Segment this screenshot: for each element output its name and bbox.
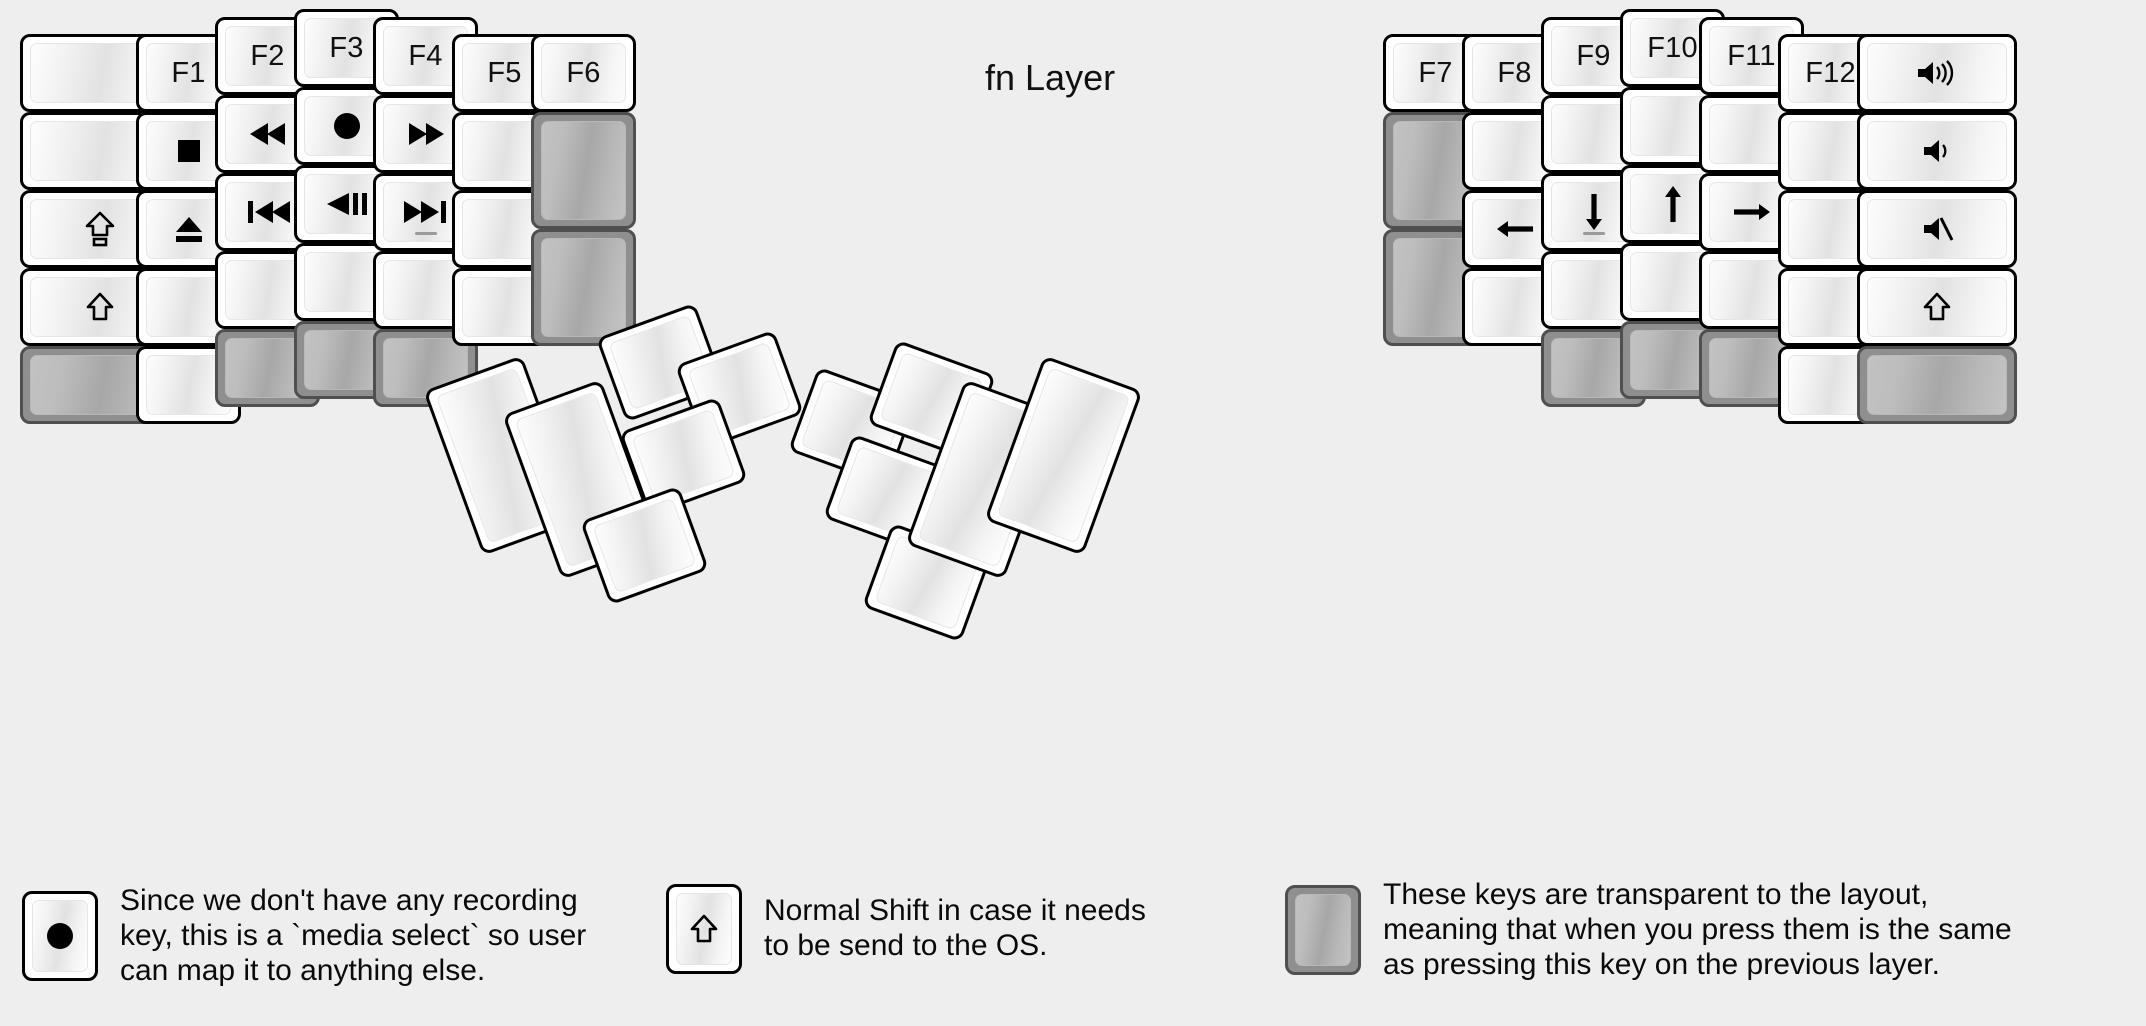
- shift-arrow-icon: [689, 912, 719, 946]
- key-right-col-pinky-outer-1[interactable]: [1857, 112, 2017, 190]
- play-pause-icon: [325, 190, 369, 218]
- record-icon: [330, 109, 364, 143]
- key-label: F1: [171, 56, 206, 89]
- key-label: F9: [1576, 39, 1611, 72]
- key-col-inner-2[interactable]: [531, 229, 636, 346]
- legend-keycap: [1295, 894, 1351, 967]
- stop-icon: [174, 136, 204, 166]
- shift-arrow-icon: [85, 290, 115, 324]
- volume-up-icon: [1914, 58, 1960, 88]
- legend-key-record[interactable]: [22, 891, 98, 982]
- next-track-icon: [403, 198, 448, 226]
- legend-key-transparent[interactable]: [1285, 885, 1361, 976]
- homing-bump-indicator: [414, 232, 437, 235]
- key-label: F10: [1647, 31, 1698, 64]
- keycap-surface: [1867, 355, 2007, 415]
- keycap-surface: [1867, 43, 2007, 103]
- key-label: F8: [1497, 56, 1532, 89]
- legend-text-record: Since we don't have any recording key, t…: [120, 884, 587, 987]
- keycap-surface: [1867, 277, 2007, 337]
- key-right-col-pinky-outer-4[interactable]: [1857, 346, 2017, 424]
- key-label: F5: [487, 56, 522, 89]
- arrow-up-icon: [1660, 183, 1686, 225]
- shift-arrow-icon: [1922, 290, 1952, 324]
- key-right-col-pinky-outer-2[interactable]: [1857, 190, 2017, 268]
- rewind-icon: [248, 120, 288, 148]
- keycap-surface: [1867, 121, 2007, 181]
- legend-keycap: [676, 893, 732, 965]
- keycap-surface: [592, 497, 697, 594]
- homing-bump-indicator: [1582, 232, 1605, 235]
- arrow-left-icon: [1494, 216, 1536, 242]
- fast-forward-icon: [406, 120, 446, 148]
- legend-item-shift: Normal Shift in case it needs to be send…: [666, 884, 1226, 974]
- legend-item-record: Since we don't have any recording key, t…: [22, 884, 662, 988]
- key-right-col-pinky-outer-3[interactable]: [1857, 268, 2017, 346]
- key-label: F3: [329, 31, 364, 64]
- key-col-inner-1[interactable]: [531, 112, 636, 229]
- keycap-surface: [1867, 199, 2007, 259]
- key-label: F11: [1727, 39, 1776, 72]
- legend-text-transparent: These keys are transparent to the layout…: [1383, 878, 2012, 981]
- volume-down-icon: [1920, 136, 1954, 166]
- record-icon: [43, 919, 77, 953]
- key-col-inner-0[interactable]: F6: [531, 34, 636, 112]
- keycap-surface: [541, 238, 626, 337]
- keycap-surface: F6: [541, 43, 626, 103]
- key-label: F4: [408, 39, 443, 72]
- legend-item-transparent: These keys are transparent to the layout…: [1285, 878, 2125, 982]
- previous-track-icon: [246, 198, 290, 226]
- key-label: F6: [566, 56, 601, 89]
- legend-key-shift[interactable]: [666, 884, 742, 974]
- key-label: F12: [1805, 56, 1856, 89]
- eject-icon: [172, 213, 206, 245]
- page-title: fn Layer: [985, 57, 1116, 98]
- keycap-surface: [631, 408, 736, 505]
- caps-lock-icon: [84, 210, 116, 248]
- volume-mute-icon: [1920, 214, 1954, 244]
- legend-text-shift: Normal Shift in case it needs to be send…: [764, 894, 1146, 962]
- key-label: F2: [250, 39, 285, 72]
- legend-keycap: [32, 900, 88, 973]
- keycap-surface: [541, 121, 626, 220]
- arrow-down-icon: [1581, 191, 1607, 233]
- key-right-col-pinky-outer-0[interactable]: [1857, 34, 2017, 112]
- key-label: F7: [1418, 56, 1453, 89]
- arrow-right-icon: [1731, 199, 1773, 225]
